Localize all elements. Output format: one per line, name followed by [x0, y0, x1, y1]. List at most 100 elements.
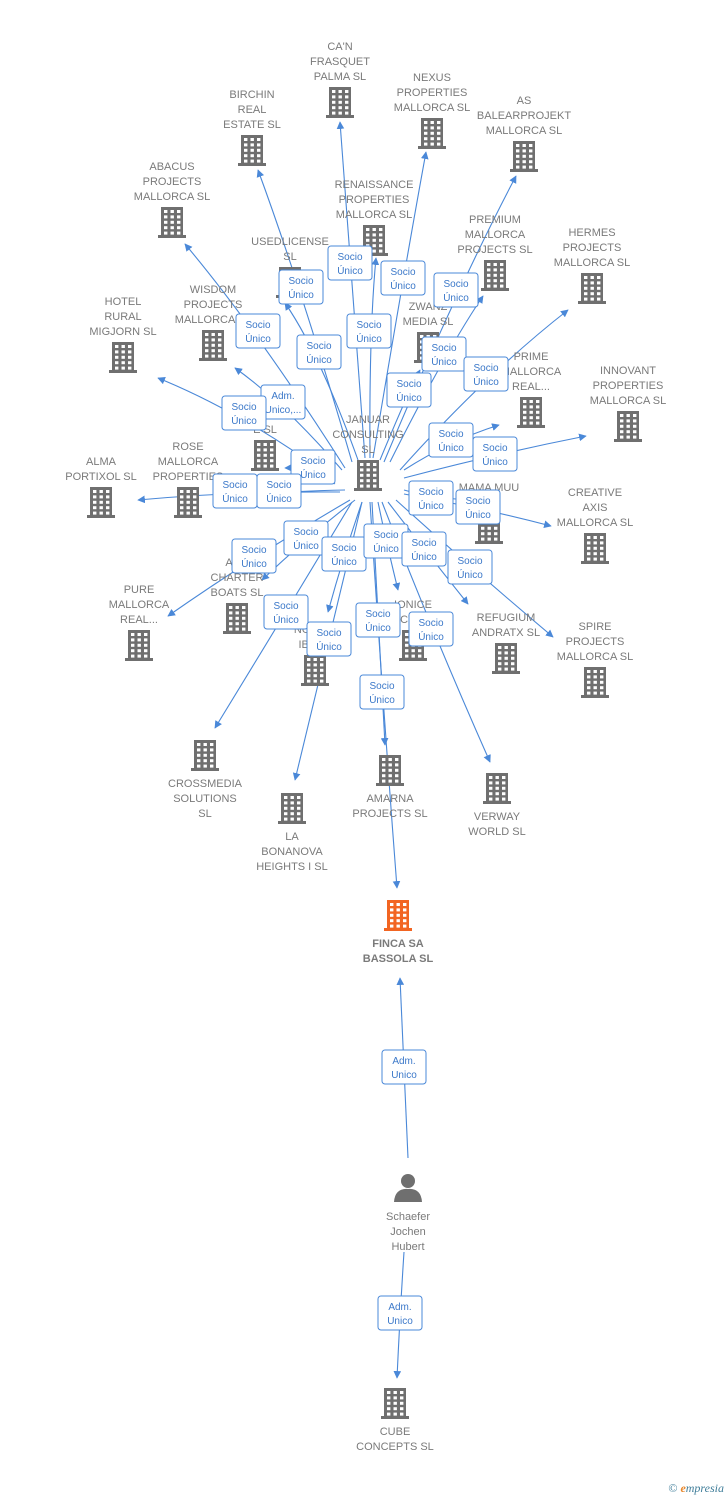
edge-label-finca[interactable]: Adm.Unico [381, 1049, 427, 1085]
node-label-line: AXIS [582, 502, 607, 514]
building-window [203, 764, 207, 768]
node-label-line: CONCEPTS SL [356, 1441, 434, 1453]
node-label-line: SL [361, 444, 374, 456]
building-window [393, 1407, 397, 1411]
person-head [401, 1174, 415, 1188]
node-label-line: ABACUS [149, 161, 194, 173]
edge-label-cube[interactable]: Adm.Unico [377, 1295, 423, 1331]
edge-label-wisdom[interactable]: Adm.Unico,... [260, 384, 306, 420]
edge-label-line: Único [316, 640, 342, 653]
building-window [131, 654, 135, 658]
building-window [523, 421, 527, 425]
node-label-line: BONANOVA [261, 846, 323, 858]
building-window [144, 638, 148, 642]
brand-name: mpresia [685, 1481, 724, 1495]
building-window [137, 649, 141, 653]
node-label-line: SPIRE [578, 621, 611, 633]
building-window [587, 552, 591, 556]
node-label-line: ALMA [86, 456, 117, 468]
building-base [354, 488, 382, 491]
building-window [242, 611, 246, 615]
node-label-line: PROJECTS [566, 636, 625, 648]
building-window [360, 484, 364, 488]
node-e_sl[interactable]: E SL [251, 424, 279, 471]
building-window [242, 606, 246, 609]
node-prime[interactable]: PRIMEMALLORCAREAL... [501, 351, 562, 428]
building-window [211, 354, 215, 358]
building-window [366, 484, 370, 488]
edge-label-box [278, 269, 324, 305]
node-label-line: PROPERTIES [153, 471, 224, 483]
building-base [301, 683, 329, 686]
building-window [495, 786, 499, 790]
building-window [516, 149, 520, 153]
edge-label-line: Único [457, 568, 483, 581]
building-window [493, 284, 497, 288]
edge-label-line: Único [245, 332, 271, 345]
building-icon [581, 533, 609, 564]
node-pure[interactable]: PUREMALLORCAREAL... [109, 584, 170, 661]
building-base [399, 658, 427, 661]
building-window [235, 606, 239, 609]
building-icon [278, 793, 306, 824]
building-window [229, 611, 233, 615]
building-window [529, 416, 533, 420]
edge-label-line: Socio [365, 609, 390, 620]
building-window [170, 226, 174, 230]
node-label-line: PURE [124, 584, 155, 596]
